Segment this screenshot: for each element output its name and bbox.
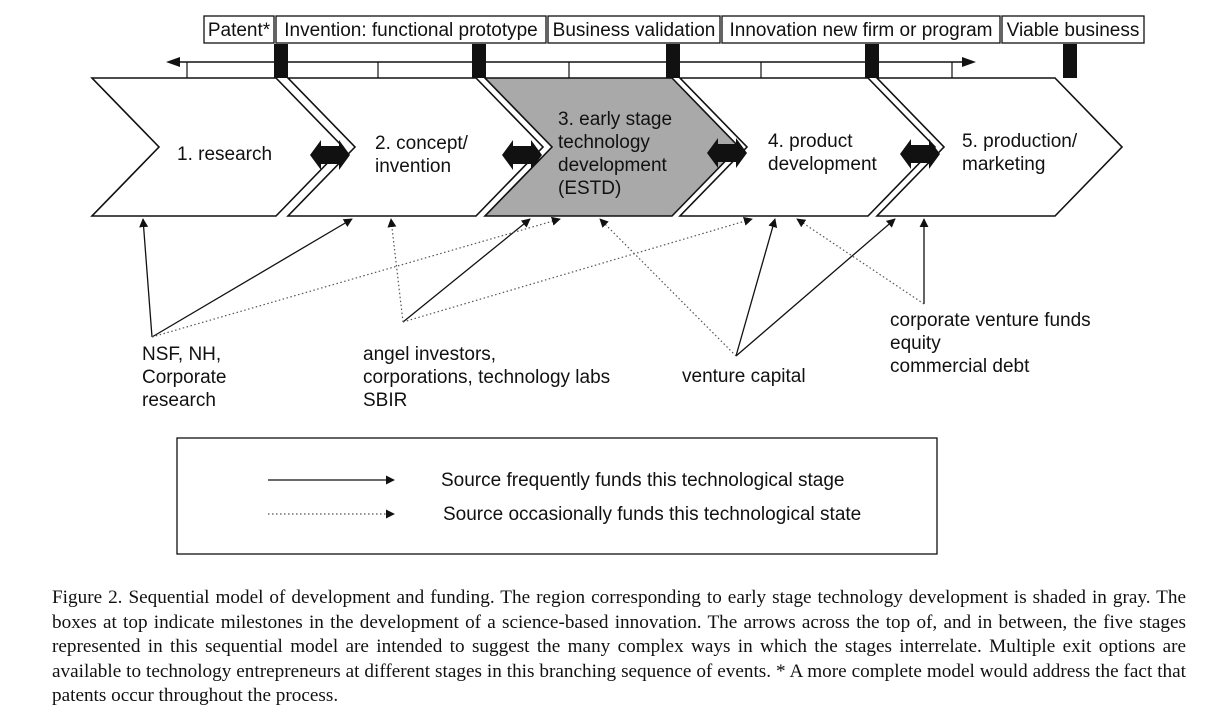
- milestone-box: [547, 15, 721, 44]
- stage-label: 5. production/ marketing: [962, 131, 1082, 175]
- milestone-boxes: Patent* Invention: functional prototype …: [203, 15, 1145, 44]
- milestone-timeline: [166, 44, 1077, 78]
- funding-source-label: angel investors, corporations, technolog…: [363, 344, 615, 411]
- funding-arrow-solid: [402, 218, 531, 323]
- stage-labels: 1. research 2. concept/ invention 3. ear…: [177, 109, 1082, 199]
- stage-label: 3. early stage technology development (E…: [558, 109, 677, 199]
- milestone-box: [275, 15, 547, 44]
- double-arrow-icon: [707, 138, 747, 168]
- funding-arrow-solid: [735, 218, 896, 357]
- milestone-marker: [865, 44, 879, 78]
- funding-arrow-solid: [735, 218, 778, 357]
- double-arrow-icon: [502, 140, 542, 170]
- legend-box: [176, 437, 938, 555]
- milestone-marker: [472, 44, 486, 78]
- stage-label: 4. product development: [768, 131, 878, 175]
- milestone-label: Patent*: [208, 20, 271, 41]
- legend-occasional-label: Source occasionally funds this technolog…: [443, 504, 861, 525]
- stage-label: 2. concept/ invention: [375, 133, 473, 177]
- funding-arrow-dotted: [387, 218, 404, 323]
- stage-chevrons: [90, 77, 1124, 217]
- figure-caption: Figure 2. Sequential model of developmen…: [52, 587, 1186, 707]
- funding-arrow-solid: [151, 218, 353, 338]
- timeline-right-arrowhead: [962, 57, 976, 67]
- funding-source-label: corporate venture funds equity commercia…: [890, 310, 1096, 377]
- stage-chevron: [286, 77, 545, 217]
- funding-arrow-dotted: [151, 216, 561, 338]
- stage-chevron: [90, 77, 345, 217]
- funding-arrow-solid: [139, 218, 153, 338]
- funding-model-diagram: Patent* Invention: functional prototype …: [90, 15, 1145, 555]
- funding-source-label: venture capital: [682, 366, 806, 387]
- milestone-label: Business validation: [553, 20, 716, 41]
- stage-connectors: [310, 138, 940, 170]
- legend: Source frequently funds this technologic…: [176, 437, 938, 555]
- frequent-funding-arrows: [139, 218, 929, 357]
- occasional-funding-arrows: [151, 216, 925, 357]
- milestone-label: Innovation new firm or program: [730, 20, 993, 41]
- funding-source-label: NSF, NH, Corporate research: [142, 344, 232, 411]
- funding-arrow-dotted: [599, 218, 737, 357]
- milestone-label: Viable business: [1007, 20, 1140, 41]
- legend-frequent-label: Source frequently funds this technologic…: [441, 470, 844, 491]
- stage-label: 1. research: [177, 144, 272, 165]
- funding-arrow-dotted: [402, 216, 753, 323]
- double-arrow-icon: [310, 140, 350, 170]
- stage-chevron: [875, 77, 1124, 217]
- funding-sources: NSF, NH, Corporate research angel invest…: [142, 310, 1096, 411]
- timeline-left-arrowhead: [166, 57, 180, 67]
- milestone-marker: [274, 44, 288, 78]
- stage-chevron: [678, 77, 937, 217]
- stage-chevron-shaded: [483, 77, 741, 217]
- milestone-marker: [1063, 44, 1077, 78]
- milestone-label: Invention: functional prototype: [284, 20, 538, 41]
- funding-arrow-dotted: [796, 218, 925, 305]
- milestone-box: [1001, 15, 1145, 44]
- milestone-marker: [666, 44, 680, 78]
- milestone-box: [721, 15, 1001, 44]
- double-arrow-icon: [900, 139, 940, 169]
- milestone-box: [203, 15, 275, 44]
